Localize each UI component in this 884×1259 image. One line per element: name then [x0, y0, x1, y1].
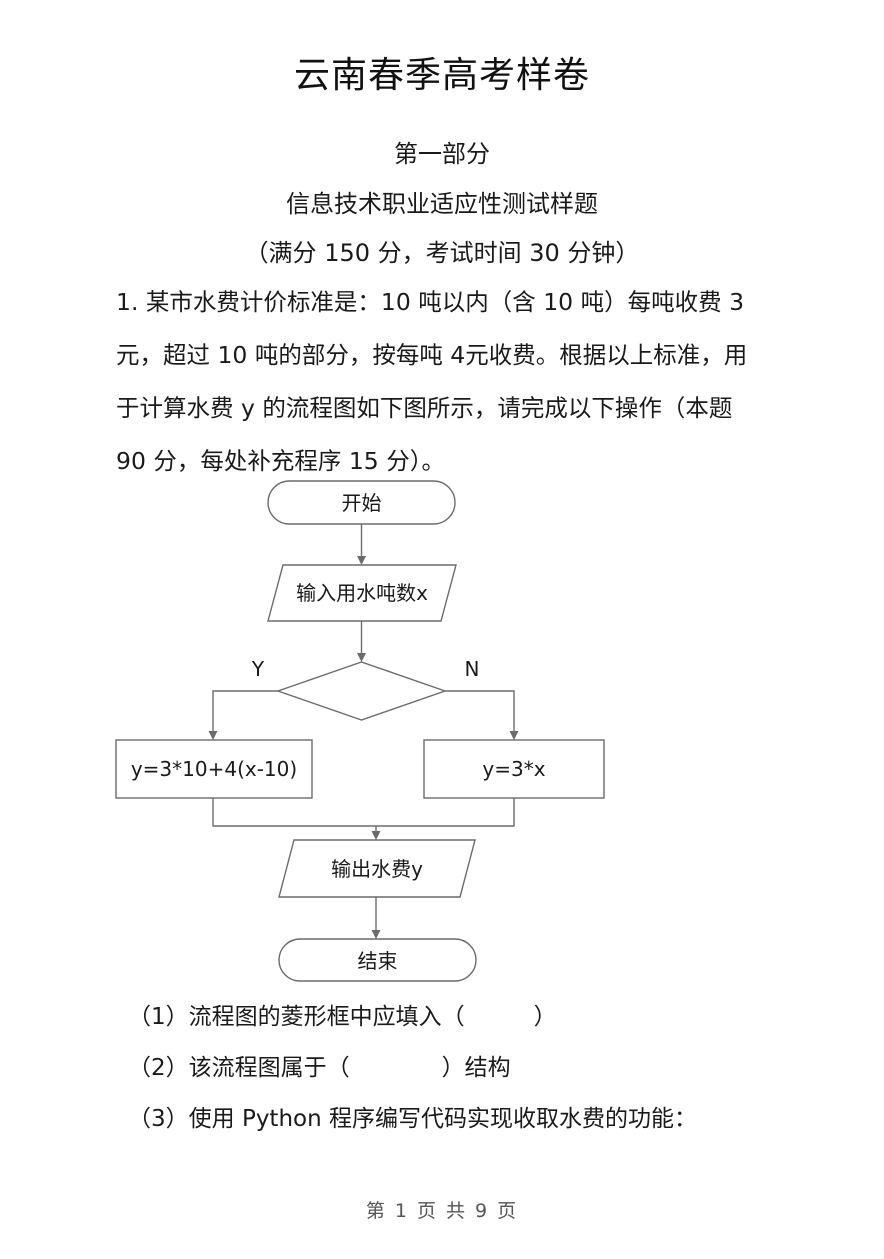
- arrowhead: [208, 731, 218, 740]
- page-footer: 第 1 页 共 9 页: [365, 1200, 519, 1222]
- input-parallelogram: [267, 564, 457, 622]
- section-subtitle: 信息技术职业适应性测试样题: [286, 190, 598, 218]
- sub-question-3: （3）使用 Python 程序编写代码实现收取水费的功能：: [128, 1106, 697, 1132]
- connector-merge: [212, 798, 515, 827]
- no-process-label: y=3*x: [482, 757, 545, 781]
- start-label: 开始: [342, 491, 382, 515]
- arrowhead: [509, 731, 519, 740]
- yes-label: Y: [251, 657, 265, 681]
- input-label: 输入用水吨数x: [296, 581, 428, 605]
- arrowhead: [371, 831, 381, 840]
- arrowhead: [357, 653, 366, 662]
- decision-diamond: [275, 661, 448, 721]
- section-heading: 第一部分: [394, 140, 490, 168]
- end-label: 结束: [358, 949, 398, 973]
- output-parallelogram: [278, 839, 476, 898]
- arrowhead: [371, 930, 381, 939]
- connector-no-branch: [445, 690, 515, 731]
- sub-question-1: （1）流程图的菱形框中应填入（ ）: [128, 1004, 557, 1030]
- no-process-box: [423, 739, 605, 799]
- arrowhead: [357, 556, 366, 565]
- yes-process-box: [115, 739, 313, 799]
- question-line-3: 于计算水费 y 的流程图如下图所示，请完成以下操作（本题: [116, 394, 733, 422]
- question-line-1: 1. 某市水费计价标准是：10 吨以内（含 10 吨）每吨收费 3: [116, 288, 745, 316]
- sub-question-2: （2）该流程图属于（ ）结构: [128, 1055, 511, 1081]
- question-line-2: 元，超过 10 吨的部分，按每吨 4元收费。根据以上标准，用: [116, 341, 748, 369]
- page-title: 云南春季高考样卷: [293, 55, 590, 96]
- output-label: 输出水费y: [331, 857, 423, 881]
- no-label: N: [465, 657, 480, 681]
- score-info: （满分 150 分，考试时间 30 分钟）: [244, 239, 640, 267]
- question-line-4: 90 分，每处补充程序 15 分）。: [116, 447, 445, 475]
- yes-process-label: y=3*10+4(x-10): [131, 757, 297, 781]
- end-terminal: [278, 938, 477, 982]
- connector-yes-branch: [212, 690, 278, 731]
